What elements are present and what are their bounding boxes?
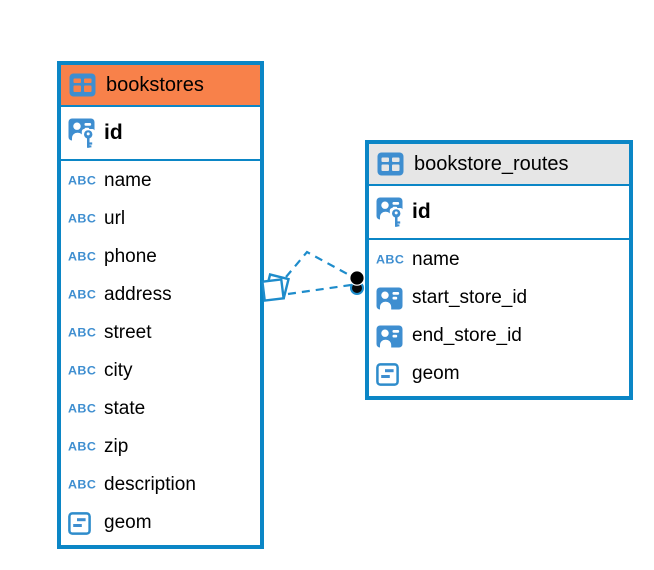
column-row-routes-start-store-id[interactable]: start_store_id	[369, 279, 629, 317]
relation-target-marker-circles[interactable]	[349, 270, 365, 295]
column-name: name	[104, 170, 152, 191]
primary-key-icon	[68, 118, 96, 149]
text-type-icon: ABC	[68, 212, 97, 226]
column-name: address	[104, 284, 172, 305]
table-bookstores-title: bookstores	[106, 73, 204, 96]
text-type-icon: ABC	[68, 440, 97, 454]
geometry-type-icon	[376, 362, 404, 386]
column-row-routes-geom[interactable]: geom	[369, 355, 629, 393]
table-icon	[377, 152, 405, 176]
text-type-icon: ABC	[68, 174, 97, 188]
primary-key-icon	[376, 197, 404, 228]
column-row-bookstores-address[interactable]: ABC address	[61, 276, 260, 314]
column-name: description	[104, 474, 196, 495]
geometry-type-icon	[68, 511, 96, 535]
column-name: geom	[412, 363, 460, 384]
column-row-bookstores-phone[interactable]: ABC phone	[61, 238, 260, 276]
relation-line-1[interactable]	[285, 250, 352, 278]
column-row-bookstores-zip[interactable]: ABC zip	[61, 428, 260, 466]
relation-line-2[interactable]	[287, 283, 352, 296]
reference-type-icon	[376, 287, 404, 310]
column-name: name	[412, 249, 460, 270]
table-bookstores[interactable]: bookstores id	[57, 61, 264, 549]
column-name: end_store_id	[412, 325, 522, 346]
text-type-icon: ABC	[68, 250, 97, 264]
text-type-icon: ABC	[68, 326, 97, 340]
text-type-icon: ABC	[68, 364, 97, 378]
relation-source-marker-squares[interactable]	[261, 273, 290, 302]
column-row-bookstores-city[interactable]: ABC city	[61, 352, 260, 390]
column-name: id	[104, 121, 123, 144]
column-name: start_store_id	[412, 287, 528, 308]
column-row-bookstores-street[interactable]: ABC street	[61, 314, 260, 352]
column-name: zip	[104, 436, 129, 457]
column-name: phone	[104, 246, 157, 267]
table-bookstores-header[interactable]: bookstores	[61, 65, 260, 107]
column-name: id	[412, 200, 431, 223]
table-bookstore-routes-header[interactable]: bookstore_routes	[369, 144, 629, 186]
column-name: geom	[104, 512, 152, 533]
table-bookstore-routes-title: bookstore_routes	[414, 152, 569, 175]
column-name: state	[104, 398, 146, 419]
column-row-bookstores-url[interactable]: ABC url	[61, 200, 260, 238]
text-type-icon: ABC	[68, 288, 97, 302]
text-type-icon: ABC	[68, 478, 97, 492]
column-row-bookstores-geom[interactable]: geom	[61, 504, 260, 542]
column-row-routes-end-store-id[interactable]: end_store_id	[369, 317, 629, 355]
table-icon	[69, 73, 97, 97]
column-name: url	[104, 208, 126, 229]
column-row-bookstores-description[interactable]: ABC description	[61, 466, 260, 504]
column-row-routes-name[interactable]: ABC name	[369, 241, 629, 279]
column-name: street	[104, 322, 152, 343]
column-row-bookstores-id[interactable]: id	[61, 107, 260, 161]
column-row-bookstores-name[interactable]: ABC name	[61, 162, 260, 200]
text-type-icon: ABC	[376, 253, 405, 267]
table-bookstore-routes[interactable]: bookstore_routes id	[365, 140, 633, 400]
column-row-routes-id[interactable]: id	[369, 186, 629, 240]
text-type-icon: ABC	[68, 402, 97, 416]
reference-type-icon	[376, 325, 404, 348]
column-row-bookstores-state[interactable]: ABC state	[61, 390, 260, 428]
column-name: city	[104, 360, 133, 381]
